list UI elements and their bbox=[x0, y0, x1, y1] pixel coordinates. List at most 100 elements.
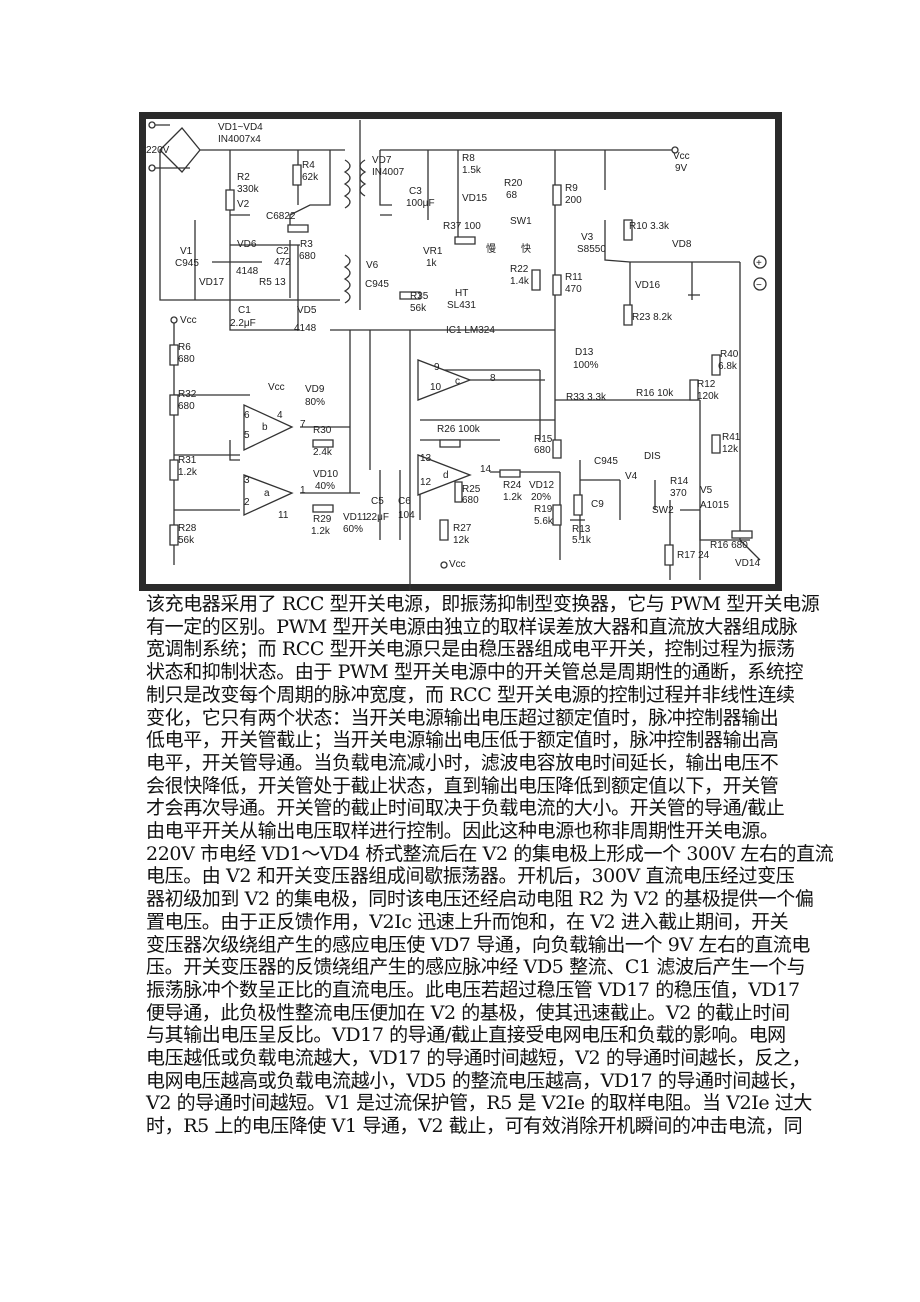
component-label: a bbox=[264, 488, 270, 499]
component-label: R6 bbox=[178, 342, 191, 353]
text-line: 电压越低或负载电流越大，VD17 的导通时间越短，V2 的导通时间越长，反之， bbox=[146, 1047, 811, 1070]
component-label: HT bbox=[455, 288, 468, 299]
component-label: 11 bbox=[278, 510, 289, 521]
component-label: R15 bbox=[534, 434, 553, 445]
component-label: IN4007 bbox=[372, 167, 405, 178]
component-label: R31 bbox=[178, 455, 197, 466]
component-label: R16 680 bbox=[710, 540, 748, 551]
text-line: 时，R5 上的电压降使 V1 导通，V2 截止，可有效消除开机瞬间的冲击电流，同 bbox=[146, 1115, 803, 1138]
component-label: SW1 bbox=[510, 216, 532, 227]
text-line: 变压器次级绕组产生的感应电压使 VD7 导通，向负载输出一个 9V 左右的直流电 bbox=[146, 933, 811, 956]
component-label: C5 bbox=[371, 496, 384, 507]
component-label: VD14 bbox=[735, 558, 760, 569]
component-label: 62k bbox=[302, 172, 319, 183]
component-label: C945 bbox=[175, 258, 199, 269]
component-label: 12 bbox=[420, 477, 432, 488]
text-line: 由电平开关从输出电压取样进行控制。因此这种电源也称非周期性开关电源。 bbox=[146, 820, 779, 843]
component-label: C3 bbox=[409, 186, 422, 197]
wiring bbox=[148, 120, 767, 591]
component-label: C945 bbox=[365, 279, 389, 290]
component-label: + bbox=[756, 258, 762, 269]
component-label: 56k bbox=[410, 303, 427, 314]
component-label: 2.2μF bbox=[230, 318, 256, 329]
component-label: VD10 bbox=[313, 469, 338, 480]
component-label: R9 bbox=[565, 183, 578, 194]
component-label: 68 bbox=[506, 190, 518, 201]
component-label: R35 bbox=[410, 291, 429, 302]
component-label: R20 bbox=[504, 178, 523, 189]
component-label: 680 bbox=[178, 401, 195, 412]
text-line: 与其输出电压呈反比。VD17 的导通/截止直接受电网电压和负载的影响。电网 bbox=[146, 1024, 786, 1047]
text-line: 压。开关变压器的反馈绕组产生的感应脉冲经 VD5 整流、C1 滤波后产生一个与 bbox=[146, 956, 806, 979]
text-line: 有一定的区别。PWM 型开关电源由独立的取样误差放大器和直流放大器组成脉 bbox=[146, 615, 798, 638]
component-label: R14 bbox=[670, 476, 689, 487]
article-body: 该充电器采用了 RCC 型开关电源，即振荡抑制型变换器，它与 PWM 型开关电源… bbox=[146, 593, 834, 1138]
component-label: R25 bbox=[462, 484, 481, 495]
component-label: R22 bbox=[510, 264, 529, 275]
component-label: 220V bbox=[146, 145, 170, 156]
component-label: 120k bbox=[697, 391, 720, 402]
component-label: DIS bbox=[644, 451, 661, 462]
component-label: 4148 bbox=[294, 323, 317, 334]
component-label: R40 bbox=[720, 349, 739, 360]
component-label: Vcc bbox=[673, 151, 690, 162]
component-label: 100% bbox=[573, 360, 599, 371]
component-label: R24 bbox=[503, 480, 522, 491]
component-label: 6 bbox=[244, 410, 250, 421]
component-label: 1 bbox=[300, 485, 306, 496]
component-label: − bbox=[756, 280, 762, 291]
text-line: 便导通，此负极性整流电压便加在 V2 的基极，使其迅速截止。V2 的截止时间 bbox=[146, 1001, 790, 1024]
component-label: C6822 bbox=[266, 211, 296, 222]
component-label: R23 8.2k bbox=[632, 312, 673, 323]
text-line: 振荡脉冲个数呈正比的直流电压。此电压若超过稳压管 VD17 的稳压值，VD17 bbox=[146, 978, 800, 1001]
component-label: 9V bbox=[675, 163, 688, 174]
component-label: b bbox=[262, 422, 268, 433]
component-label: 8 bbox=[490, 373, 496, 384]
component-label: C9 bbox=[591, 499, 604, 510]
text-line: 电网电压越高或负载电流越小，VD5 的整流电压越高，VD17 的导通时间越长， bbox=[146, 1069, 807, 1092]
component-label: 3 bbox=[244, 475, 250, 486]
component-label: R16 10k bbox=[636, 388, 674, 399]
component-label: 680 bbox=[299, 251, 316, 262]
component-label: S8550 bbox=[577, 244, 606, 255]
component-label: VD5 bbox=[297, 305, 317, 316]
component-label: V6 bbox=[366, 260, 379, 271]
circuit-schematic: VD1~VD4IN4007x4220VR2330kR462kV2C6822VD7… bbox=[146, 119, 775, 591]
component-label: 2 bbox=[244, 497, 250, 508]
component-label: 104 bbox=[398, 510, 415, 521]
component-label: 1.2k bbox=[503, 492, 523, 503]
component-label: 5.6k bbox=[534, 516, 554, 527]
component-label: C2 bbox=[276, 246, 289, 257]
component-label: 40% bbox=[315, 481, 335, 492]
component-label: SL431 bbox=[447, 300, 476, 311]
text-line: 器初级加到 V2 的集电极，同时该电压还经启动电阻 R2 为 V2 的基极提供一… bbox=[146, 888, 814, 911]
component-label: V3 bbox=[581, 232, 594, 243]
component-label: R27 bbox=[453, 523, 472, 534]
component-label: R33 3.3k bbox=[566, 392, 607, 403]
component-label: VD6 bbox=[237, 239, 257, 250]
component-label: 470 bbox=[565, 284, 582, 295]
component-label: 200 bbox=[565, 195, 582, 206]
component-label: V5 bbox=[700, 485, 713, 496]
text-line: 电压。由 V2 和开关变压器组成间歇振荡器。开机后，300V 直流电压经过变压 bbox=[146, 865, 795, 888]
component-label: 快 bbox=[521, 243, 531, 255]
component-label: Vcc bbox=[268, 382, 285, 393]
component-label: SW2 bbox=[652, 505, 674, 516]
component-label: 12k bbox=[453, 535, 470, 546]
component-label: R10 3.3k bbox=[629, 221, 670, 232]
component-label: 1.4k bbox=[510, 276, 530, 287]
component-label: 4148 bbox=[236, 266, 259, 277]
component-label: R11 bbox=[565, 272, 583, 283]
component-label: D13 bbox=[575, 347, 594, 358]
text-line: 变化，它只有两个状态：当开关电源输出电压超过额定值时，脉冲控制器输出 bbox=[146, 706, 779, 729]
component-label: R3 bbox=[300, 239, 313, 250]
component-label: 60% bbox=[343, 524, 363, 535]
text-line: 制只是改变每个周期的脉冲宽度，而 RCC 型开关电源的控制过程并非线性连续 bbox=[146, 683, 795, 706]
component-label: 56k bbox=[178, 535, 195, 546]
component-label: 680 bbox=[178, 354, 195, 365]
component-label: R5 13 bbox=[259, 277, 286, 288]
component-label: 2.4k bbox=[313, 447, 333, 458]
component-label: R17 24 bbox=[677, 550, 710, 561]
component-label: R41 bbox=[722, 432, 741, 443]
